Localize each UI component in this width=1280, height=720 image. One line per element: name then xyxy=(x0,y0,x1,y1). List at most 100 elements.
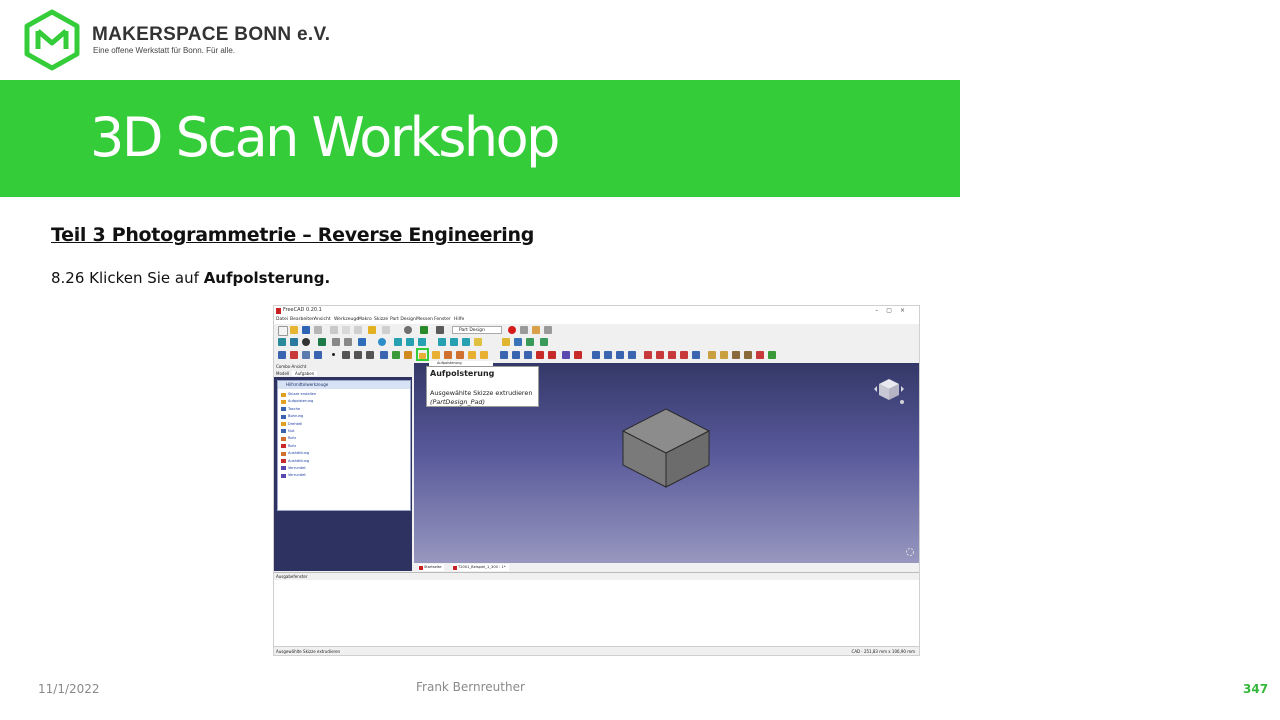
extra-tool-icon[interactable] xyxy=(768,351,776,359)
shaft-wizard-icon[interactable] xyxy=(732,351,740,359)
paste-icon[interactable] xyxy=(354,326,362,334)
boolean-icon[interactable] xyxy=(692,351,700,359)
datum-plane-icon[interactable] xyxy=(354,351,362,359)
datum-point-icon[interactable] xyxy=(332,353,335,356)
fillet-icon[interactable] xyxy=(644,351,652,359)
copy-icon[interactable] xyxy=(342,326,350,334)
macro-stop-icon[interactable] xyxy=(520,326,528,334)
tab-document[interactable]: T2001_Beispiel_1_300 : 1* xyxy=(452,564,509,571)
menu-item[interactable]: Part Design xyxy=(390,317,416,322)
pad-icon[interactable] xyxy=(419,353,426,359)
redo-icon[interactable] xyxy=(382,326,390,334)
tab-start-page[interactable]: Startseite xyxy=(418,564,445,571)
subtractive-primitive-icon[interactable] xyxy=(574,351,582,359)
subtractive-helix-icon[interactable] xyxy=(562,351,570,359)
task-item[interactable]: Skizze erstellen xyxy=(281,391,407,398)
task-item[interactable]: Nut xyxy=(281,428,407,435)
task-item[interactable]: Verrundet xyxy=(281,465,407,472)
tab-tasks[interactable]: Aufgaben xyxy=(292,371,318,376)
create-sketch-icon[interactable] xyxy=(290,351,298,359)
thickness-icon[interactable] xyxy=(680,351,688,359)
subtractive-loft-icon[interactable] xyxy=(536,351,544,359)
bounding-box-icon[interactable] xyxy=(318,338,326,346)
std-views-icon[interactable] xyxy=(358,338,366,346)
revolution-icon[interactable] xyxy=(432,351,440,359)
cut-icon[interactable] xyxy=(330,326,338,334)
draft-icon[interactable] xyxy=(668,351,676,359)
group-folder-icon[interactable] xyxy=(514,338,522,346)
clone-icon[interactable] xyxy=(314,351,322,359)
macro-edit-icon[interactable] xyxy=(532,326,540,334)
task-item[interactable]: Aufpolsterung xyxy=(281,398,407,405)
new-document-icon[interactable] xyxy=(278,326,288,336)
print-icon[interactable] xyxy=(314,326,322,334)
top-view-icon[interactable] xyxy=(406,338,414,346)
measure-icon[interactable] xyxy=(474,338,482,346)
task-item[interactable]: Aushöhlung xyxy=(281,450,407,457)
menu-item[interactable]: Werkzeuge xyxy=(334,317,360,322)
link-icon[interactable] xyxy=(526,338,534,346)
navigation-cube-icon[interactable] xyxy=(871,371,907,407)
validate-sketch-icon[interactable] xyxy=(302,351,310,359)
save-icon[interactable] xyxy=(302,326,310,334)
link-actions-icon[interactable] xyxy=(540,338,548,346)
task-item[interactable]: Verrundet xyxy=(281,472,407,479)
multi-transform-icon[interactable] xyxy=(628,351,636,359)
helix-icon[interactable] xyxy=(468,351,476,359)
open-folder-icon[interactable] xyxy=(290,326,298,334)
wizard-icon[interactable] xyxy=(756,351,764,359)
linear-pattern-icon[interactable] xyxy=(604,351,612,359)
macro-record-icon[interactable] xyxy=(508,326,516,334)
isometric-view-icon[interactable] xyxy=(378,338,386,346)
window-controls[interactable]: –▢× xyxy=(875,307,913,314)
3d-box-model[interactable] xyxy=(619,405,713,489)
back-arrow-icon[interactable] xyxy=(332,338,340,346)
fit-selection-icon[interactable] xyxy=(290,338,298,346)
menu-item[interactable]: Skizze xyxy=(374,317,389,322)
task-item[interactable]: Tasche xyxy=(281,406,407,413)
bottom-view-icon[interactable] xyxy=(450,338,458,346)
part-icon[interactable] xyxy=(502,338,510,346)
task-item[interactable]: Rohr xyxy=(281,443,407,450)
task-item[interactable]: Bohrung xyxy=(281,413,407,420)
rear-view-icon[interactable] xyxy=(438,338,446,346)
clone-object-icon[interactable] xyxy=(404,351,412,359)
menu-item[interactable]: Datei xyxy=(276,317,289,322)
menu-item[interactable]: Hilfe xyxy=(454,317,465,322)
additive-primitive-icon[interactable] xyxy=(480,351,488,359)
refresh-icon[interactable] xyxy=(404,326,412,334)
involute-gear-icon[interactable] xyxy=(708,351,716,359)
fem-icon[interactable] xyxy=(744,351,752,359)
chamfer-icon[interactable] xyxy=(656,351,664,359)
menu-item[interactable]: Fenster xyxy=(434,317,451,322)
loft-icon[interactable] xyxy=(444,351,452,359)
left-view-icon[interactable] xyxy=(462,338,470,346)
sprocket-icon[interactable] xyxy=(720,351,728,359)
help-arrow-icon[interactable] xyxy=(436,326,444,334)
pipe-icon[interactable] xyxy=(456,351,464,359)
task-item[interactable]: Drehteil xyxy=(281,421,407,428)
fit-all-icon[interactable] xyxy=(278,338,286,346)
polar-pattern-icon[interactable] xyxy=(616,351,624,359)
body-icon[interactable] xyxy=(278,351,286,359)
front-view-icon[interactable] xyxy=(394,338,402,346)
menu-item[interactable]: Messen xyxy=(416,317,433,322)
menu-item[interactable]: Makro xyxy=(358,317,372,322)
draw-style-icon[interactable] xyxy=(302,338,310,346)
task-item[interactable]: Rohr xyxy=(281,435,407,442)
menu-item[interactable]: Bearbeiten xyxy=(290,317,315,322)
right-view-icon[interactable] xyxy=(418,338,426,346)
task-item[interactable]: Aushöhlung xyxy=(281,458,407,465)
workbench-selector[interactable]: Part Design xyxy=(452,326,502,334)
tab-model[interactable]: Modell xyxy=(276,371,290,376)
subtractive-pipe-icon[interactable] xyxy=(548,351,556,359)
datum-line-icon[interactable] xyxy=(342,351,350,359)
forward-arrow-icon[interactable] xyxy=(344,338,352,346)
macro-play-icon[interactable] xyxy=(544,326,552,334)
mirrored-icon[interactable] xyxy=(592,351,600,359)
groove-icon[interactable] xyxy=(524,351,532,359)
menu-item[interactable]: Ansicht xyxy=(314,317,331,322)
hole-icon[interactable] xyxy=(512,351,520,359)
coordinate-system-icon[interactable] xyxy=(366,351,374,359)
shape-binder-icon[interactable] xyxy=(380,351,388,359)
